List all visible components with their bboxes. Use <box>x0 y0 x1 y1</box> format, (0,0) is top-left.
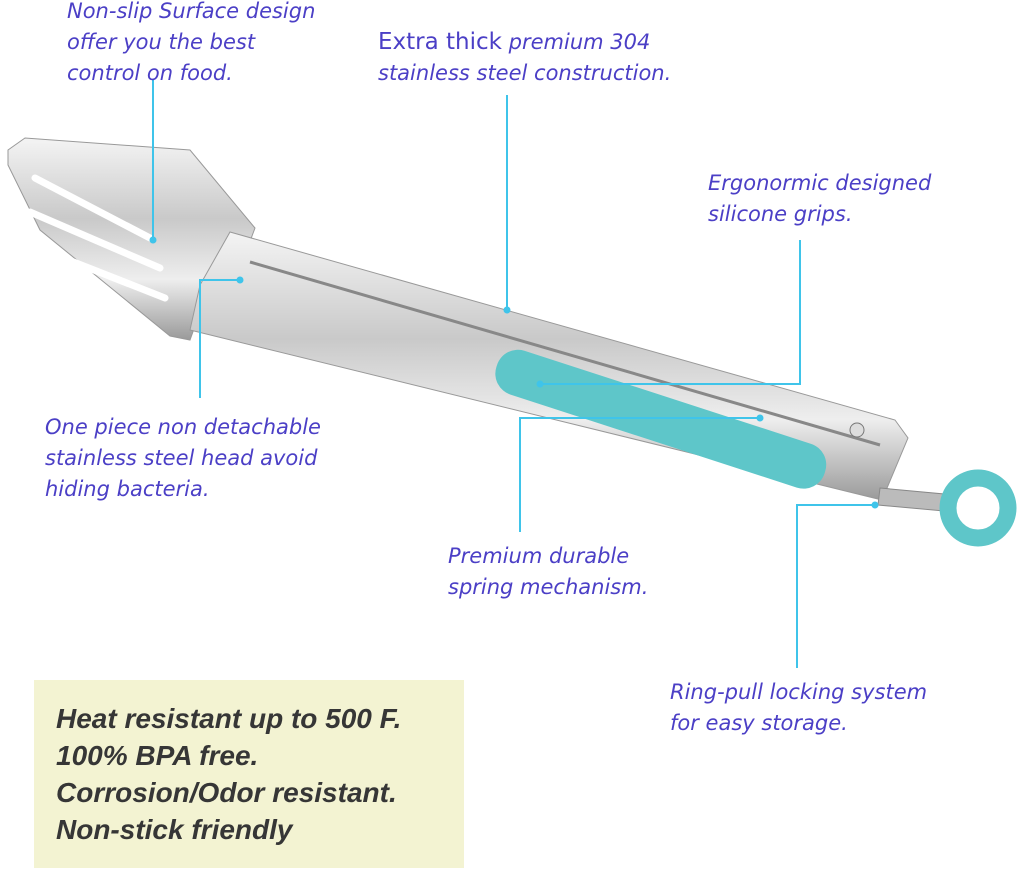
callout-head: One piece non detachable stainless steel… <box>45 412 321 505</box>
callout-ring: Ring-pull locking system for easy storag… <box>670 677 927 739</box>
callout-emphasis: Extra thick <box>378 29 502 55</box>
callout-text: control on food. <box>67 61 233 85</box>
callout-text: hiding bacteria. <box>45 477 210 501</box>
callout-text: Premium durable <box>448 544 630 568</box>
callout-grips: Ergonormic designed silicone grips. <box>708 168 931 230</box>
callout-text: One piece non detachable <box>45 415 321 439</box>
callout-steel: Extra thick premium 304 stainless steel … <box>378 27 671 89</box>
callout-text: Ring-pull locking system <box>670 680 928 704</box>
head-slots <box>26 174 169 302</box>
info-line: 100% BPA free. <box>56 740 259 771</box>
callout-text: premium 304 <box>501 30 651 54</box>
rivet <box>849 422 865 438</box>
callout-text: offer you the best <box>67 30 256 54</box>
callout-text: for easy storage. <box>670 711 848 735</box>
callout-text: stainless steel head avoid <box>45 446 318 470</box>
callout-text: Ergonormic designed <box>708 171 932 195</box>
info-box: Heat resistant up to 500 F. 100% BPA fre… <box>34 680 464 868</box>
info-line: Non-stick friendly <box>56 814 293 845</box>
callout-spring: Premium durable spring mechanism. <box>448 541 648 603</box>
callout-surface: Non-slip Surface design offer you the be… <box>67 0 315 89</box>
callout-dots <box>149 236 879 509</box>
callout-text: stainless steel construction. <box>378 61 672 85</box>
callout-text: silicone grips. <box>708 202 853 226</box>
info-line: Corrosion/Odor resistant. <box>56 777 397 808</box>
callout-lines <box>152 80 875 668</box>
info-line: Heat resistant up to 500 F. <box>56 703 402 734</box>
callout-text: Non-slip Surface design <box>67 0 316 23</box>
callout-text: spring mechanism. <box>448 575 649 599</box>
ring-pull <box>939 469 1017 547</box>
